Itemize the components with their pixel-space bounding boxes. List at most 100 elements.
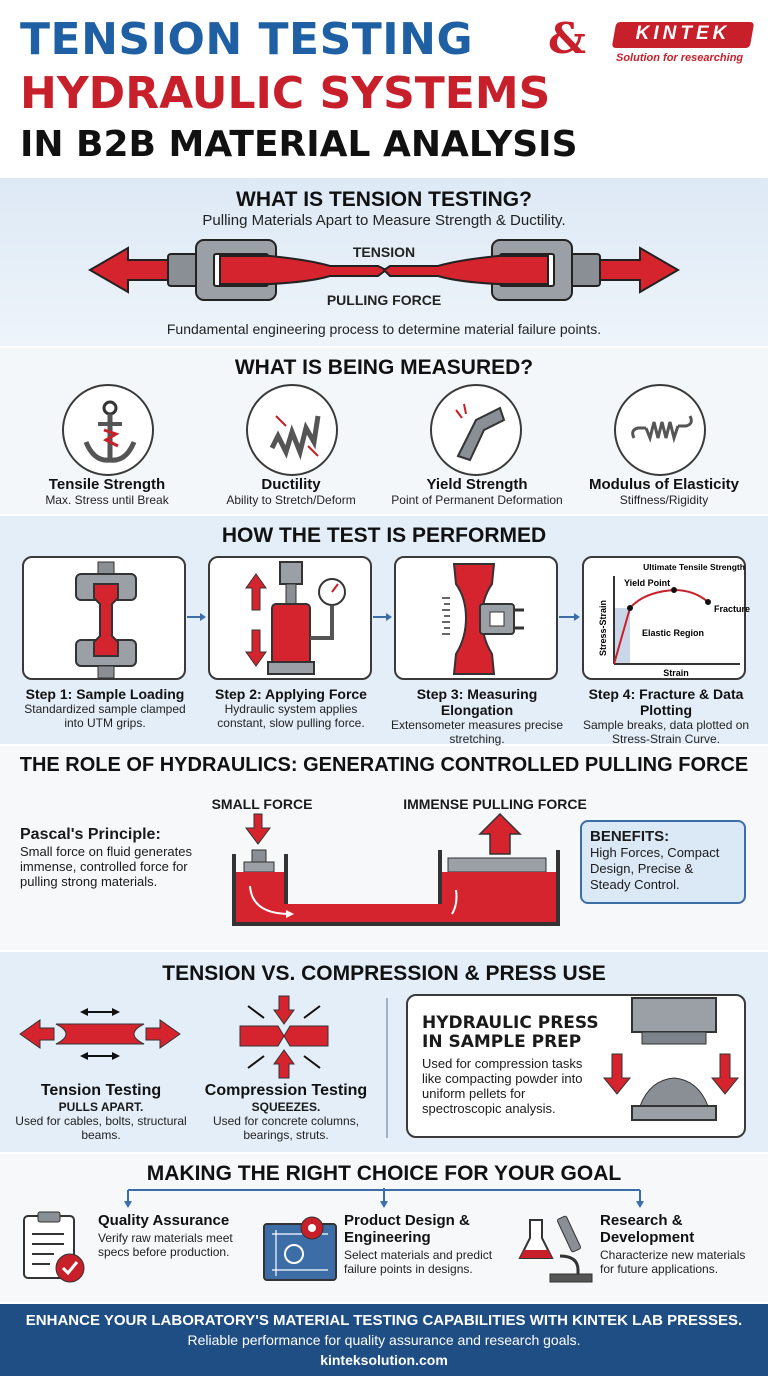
spring-icon [246, 384, 338, 476]
hydraulic-lift-diagram [232, 812, 560, 926]
benefits-box: BENEFITS: High Forces, Compact Design, P… [580, 820, 746, 904]
comparison-title: TENSION VS. COMPRESSION & PRESS USE [162, 962, 606, 985]
step-desc: Extensometer measures precise stretching… [390, 718, 564, 746]
measure-tensile-strength: Tensile Strength Max. Stress until Break [22, 476, 192, 507]
utm-grips-icon [75, 561, 137, 679]
tension-testing-block: Tension Testing PULLS APART. Used for ca… [14, 1082, 188, 1142]
compression-arrows-icon [239, 995, 329, 1079]
microscope-flask-icon [518, 1215, 593, 1283]
step-desc: Hydraulic system applies constant, slow … [217, 702, 365, 730]
measure-label: Yield Strength [426, 476, 528, 493]
clipboard-check-icon [23, 1211, 85, 1283]
tension-desc: Used for cables, bolts, structural beams… [15, 1114, 187, 1142]
goal-desc: Characterize new materials for future ap… [600, 1248, 746, 1276]
goal-label: Research & Development [600, 1212, 695, 1246]
logo-name: KINTEK [635, 23, 731, 44]
footer-website-link[interactable]: kinteksolution.com [320, 1352, 448, 1368]
compression-sub: SQUEEZES. [251, 1100, 321, 1114]
what-is-subtitle: Pulling Materials Apart to Measure Stren… [202, 212, 566, 229]
small-force-label: SMALL FORCE [211, 796, 313, 812]
measure-yield-strength: Yield Strength Point of Permanent Deform… [382, 476, 572, 507]
goal-label: Product Design & Engineering [344, 1212, 470, 1246]
step-2-label: Step 2: Applying Force Hydraulic system … [200, 686, 382, 730]
step-1-card [22, 556, 186, 680]
goals-connector [124, 1188, 644, 1208]
graph-elastic-label: Elastic Region [642, 628, 704, 638]
measure-desc: Point of Permanent Deformation [391, 493, 563, 507]
step-title: Step 4: Fracture & Data Plotting [588, 686, 744, 718]
measure-ductility: Ductility Ability to Stretch/Deform [206, 476, 376, 507]
step-4-label: Step 4: Fracture & Data Plotting Sample … [570, 686, 762, 746]
anchor-icon [62, 384, 154, 476]
goal-desc: Verify raw materials meet specs before p… [98, 1231, 233, 1259]
step-1-label: Step 1: Sample Loading Standardized samp… [14, 686, 196, 730]
graph-fracture-label: Fracture [714, 604, 750, 614]
step-desc: Standardized sample clamped into UTM gri… [24, 702, 186, 730]
graph-uts-label: Ultimate Tensile Strength [643, 562, 745, 572]
header: TENSION TESTING & KINTEK Solution for re… [0, 0, 768, 176]
measure-label: Tensile Strength [48, 476, 166, 493]
goal-desc: Select materials and predict failure poi… [344, 1248, 493, 1276]
title-line-3: IN B2B MATERIAL ANALYSIS [20, 124, 578, 165]
pascal-principle: Pascal's Principle: Small force on fluid… [20, 826, 210, 889]
graph-y-label: Stress-Strain [598, 600, 608, 656]
goal-research-development: Research & Development Characterize new … [600, 1212, 760, 1276]
pascal-title: Pascal's Principle: [20, 826, 161, 843]
divider [386, 998, 388, 1138]
measure-label: Ductility [261, 476, 321, 493]
measure-modulus: Modulus of Elasticity Stiffness/Rigidity [574, 476, 754, 507]
goal-product-design: Product Design & Engineering Select mate… [344, 1212, 512, 1276]
stretched-spring-icon [614, 384, 706, 476]
footer [0, 1304, 768, 1376]
footer-subline: Reliable performance for quality assuran… [187, 1332, 581, 1348]
footer-cta: ENHANCE YOUR LABORATORY'S MATERIAL TESTI… [25, 1312, 743, 1329]
what-is-caption: Fundamental engineering process to deter… [166, 321, 602, 337]
title-line-1: TENSION TESTING [20, 14, 474, 65]
extensometer-icon [442, 563, 524, 675]
compression-testing-block: Compression Testing SQUEEZES. Used for c… [200, 1082, 372, 1142]
tension-arrows-icon [19, 1008, 181, 1060]
tension-title: Tension Testing [40, 1082, 162, 1099]
graph-x-label: Strain [663, 668, 689, 678]
step-desc: Sample breaks, data plotted on Stress-St… [582, 718, 750, 746]
compression-title: Compression Testing [204, 1082, 368, 1099]
step-connector-arrows [187, 613, 580, 621]
press-desc: Used for compression tasks like compacti… [422, 1056, 583, 1116]
goals-title: MAKING THE RIGHT CHOICE FOR YOUR GOAL [146, 1162, 622, 1185]
step-3-label: Step 3: Measuring Elongation Extensomete… [380, 686, 574, 746]
pulling-force-label: PULLING FORCE [326, 292, 442, 308]
goal-quality-assurance: Quality Assurance Verify raw materials m… [98, 1212, 258, 1259]
procedure-title: HOW THE TEST IS PERFORMED [221, 524, 547, 547]
logo-tagline: Solution for researching [616, 52, 744, 64]
compression-desc: Used for concrete columns, bearings, str… [212, 1114, 360, 1142]
what-is-title: WHAT IS TENSION TESTING? [236, 188, 532, 211]
title-ampersand: & [548, 14, 586, 63]
step-title: Step 1: Sample Loading [25, 686, 185, 702]
measure-desc: Stiffness/Rigidity [619, 493, 709, 507]
press-title: HYDRAULIC PRESS IN SAMPLE PREP [422, 1013, 599, 1052]
goal-label: Quality Assurance [98, 1212, 230, 1229]
step-3-card [394, 556, 558, 680]
press-pellet-icon [602, 997, 740, 1121]
hydraulic-press-box: HYDRAULIC PRESS IN SAMPLE PREP Used for … [406, 994, 746, 1138]
benefits-desc: High Forces, Compact Design, Precise & S… [590, 845, 720, 892]
step-title: Step 2: Applying Force [215, 686, 367, 702]
step-title: Step 3: Measuring Elongation [416, 686, 538, 718]
stress-strain-graph: Stress-Strain Strain Yield Point Ultimat… [598, 562, 750, 678]
tension-sub: PULLS APART. [58, 1100, 144, 1114]
immense-force-label: IMMENSE PULLING FORCE [403, 796, 587, 812]
benefits-title: BENEFITS: [590, 828, 670, 845]
hydraulics-title: THE ROLE OF HYDRAULICS: GENERATING CONTR… [19, 754, 749, 776]
blueprint-gear-icon [263, 1216, 337, 1281]
goals-section [0, 1154, 768, 1302]
bent-bar-icon [430, 384, 522, 476]
pascal-desc: Small force on fluid generates immense, … [20, 844, 192, 889]
measure-desc: Ability to Stretch/Deform [226, 493, 356, 507]
measure-label: Modulus of Elasticity [588, 476, 739, 493]
tension-specimen-diagram [88, 239, 680, 301]
title-line-2: HYDRAULIC SYSTEMS [20, 68, 551, 119]
step-4-card: Stress-Strain Strain Yield Point Ultimat… [582, 556, 750, 680]
step-2-card [208, 556, 372, 680]
tension-label: TENSION [352, 244, 416, 260]
measure-desc: Max. Stress until Break [45, 493, 169, 507]
